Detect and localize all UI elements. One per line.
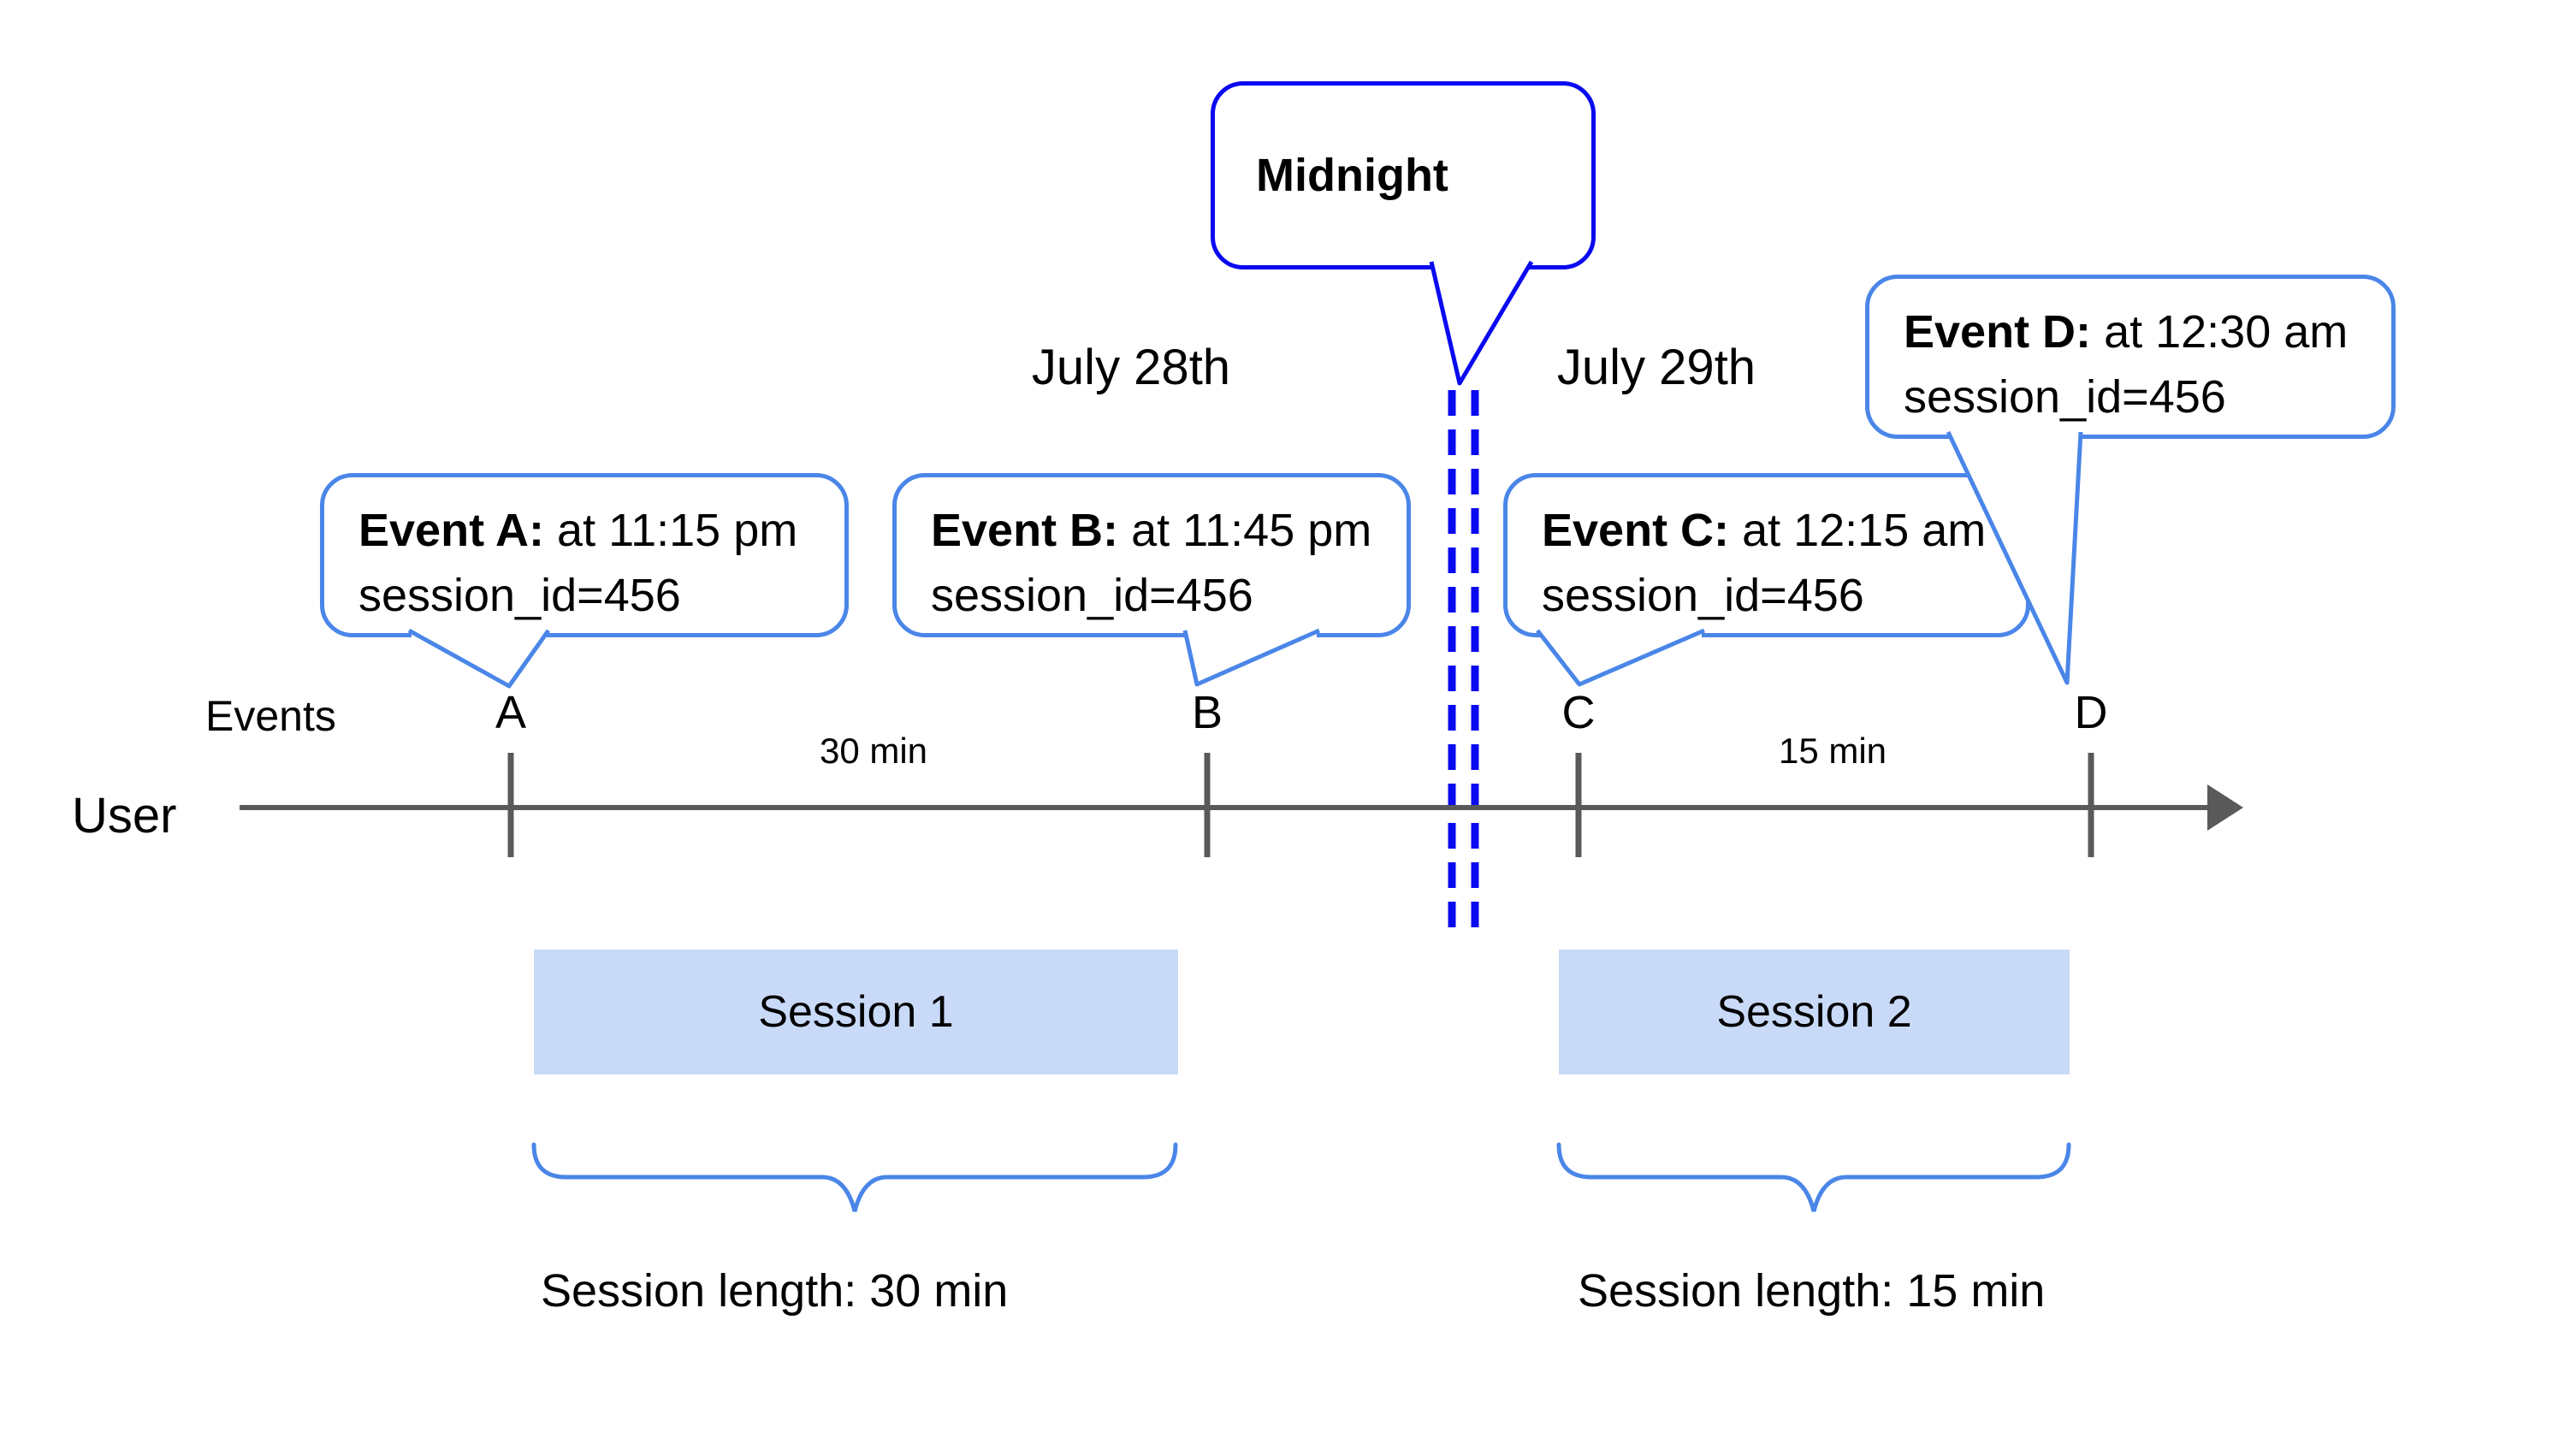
session-2-brace (1556, 1142, 2071, 1212)
session-1-brace (531, 1142, 1178, 1212)
event-a-callout: Event A: at 11:15 pm session_id=456 (320, 473, 849, 637)
session-2-bar: Session 2 (1559, 950, 2070, 1074)
tick-label-d: D (2074, 687, 2108, 738)
event-b-callout: Event B: at 11:45 pm session_id=456 (892, 473, 1411, 637)
timeline-arrowhead-icon (2207, 784, 2243, 831)
tick-label-b: B (1191, 687, 1223, 738)
session-1-bar: Session 1 (534, 950, 1178, 1074)
event-b-title: Event B: at 11:45 pm (931, 498, 1372, 563)
date-label-july-29: July 29th (1556, 340, 1756, 395)
tick-label-c: C (1561, 687, 1596, 738)
event-c-callout: Event C: at 12:15 am session_id=456 (1503, 473, 2030, 637)
event-b-time: at 11:45 pm (1131, 505, 1372, 556)
event-c-callout-tail (1536, 628, 1705, 687)
session-1-length-label: Session length: 30 min (541, 1265, 1009, 1317)
event-a-label: Event A: (358, 505, 545, 556)
session-2-label: Session 2 (1716, 987, 1912, 1037)
session-1-label: Session 1 (758, 987, 954, 1037)
event-d-callout: Event D: at 12:30 am session_id=456 (1865, 275, 2396, 439)
event-d-time: at 12:30 am (2104, 306, 2349, 358)
event-a-callout-tail (407, 628, 551, 689)
midnight-callout-tail (1429, 260, 1534, 386)
event-d-session-id: session_id=456 (1904, 371, 2226, 423)
session-2-length-label: Session length: 15 min (1578, 1265, 2046, 1317)
events-axis-label: Events (205, 692, 336, 740)
event-b-session-id: session_id=456 (931, 570, 1253, 621)
event-b-callout-tail (1182, 628, 1321, 687)
midnight-label: Midnight (1256, 150, 1448, 201)
interval-label-30min: 30 min (819, 731, 928, 771)
interval-label-15min: 15 min (1778, 731, 1887, 771)
event-a-time: at 11:15 pm (557, 505, 798, 556)
event-c-label: Event C: (1542, 505, 1730, 556)
event-c-session-id: session_id=456 (1542, 570, 1864, 621)
tick-label-a: A (495, 687, 527, 738)
user-axis-label: User (72, 788, 177, 843)
event-a-title: Event A: at 11:15 pm (358, 498, 810, 563)
event-c-title: Event C: at 12:15 am (1542, 498, 1992, 563)
event-d-label: Event D: (1904, 306, 2092, 358)
event-a-session-id: session_id=456 (358, 570, 681, 621)
event-b-label: Event B: (931, 505, 1119, 556)
midnight-callout: Midnight (1211, 81, 1596, 269)
date-label-july-28: July 28th (1031, 340, 1231, 395)
event-d-title: Event D: at 12:30 am (1904, 299, 2357, 364)
event-c-time: at 12:15 am (1742, 505, 1987, 556)
